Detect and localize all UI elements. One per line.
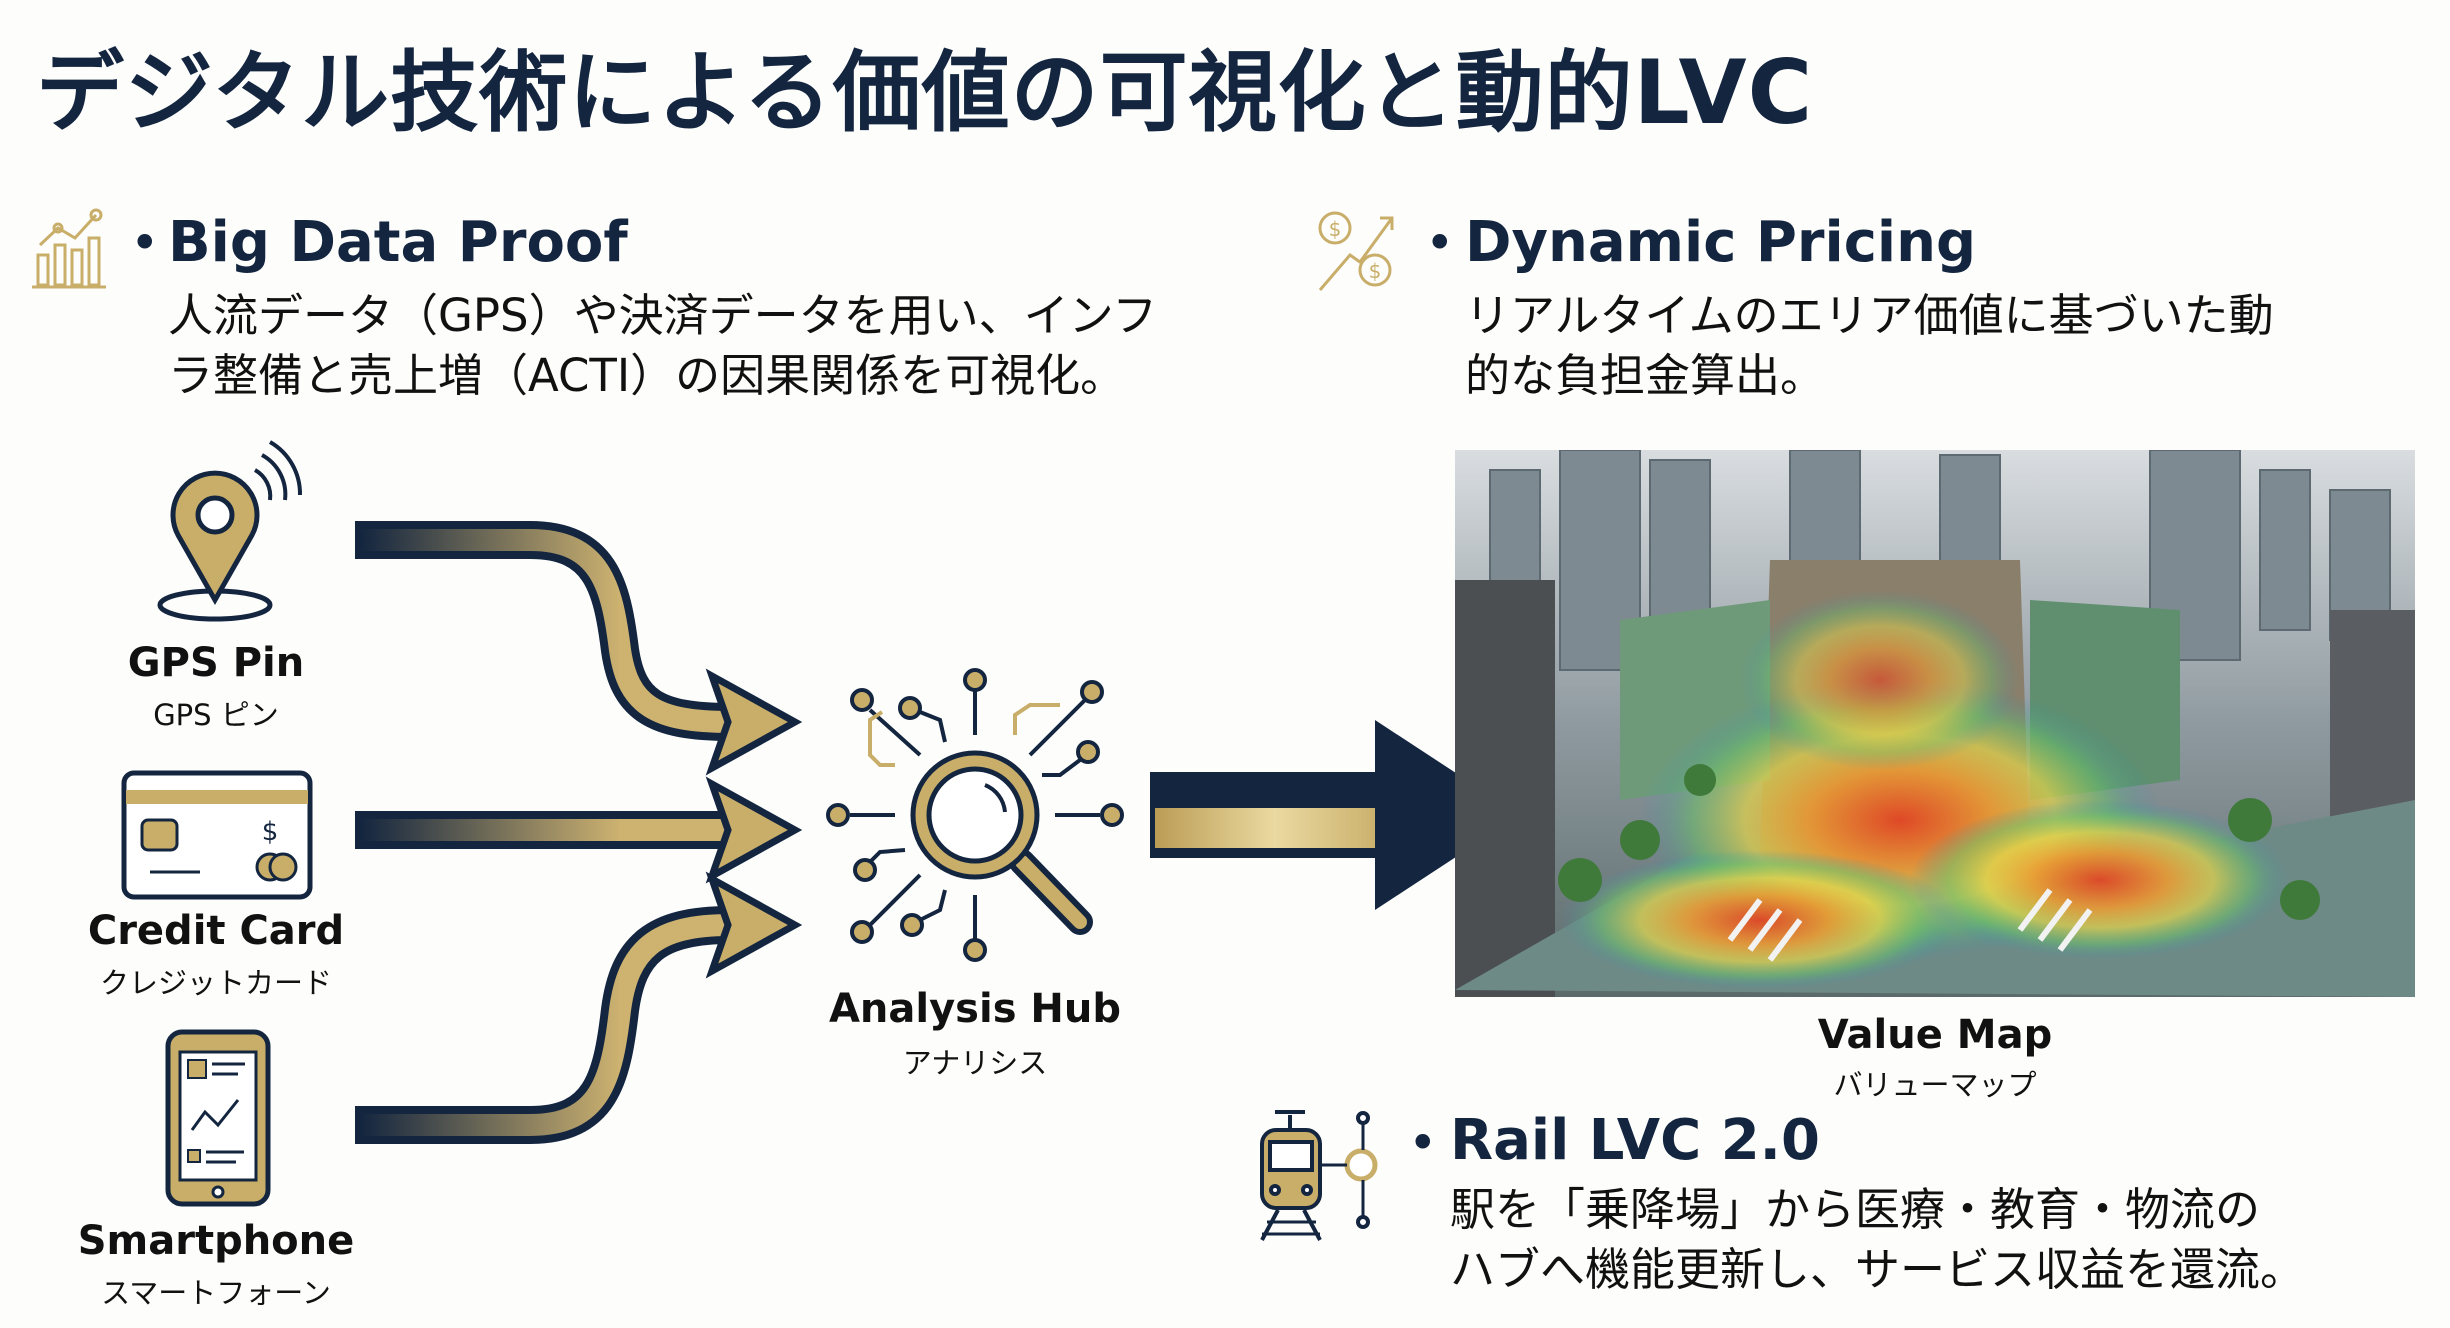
flow-arrow-phone bbox=[355, 871, 803, 1144]
flow-arrow-card bbox=[355, 776, 803, 884]
body-line: 人流データ（GPS）や決済データを用い、インフ bbox=[168, 289, 1158, 342]
gps-pin-sublabel: GPS ピン bbox=[153, 698, 279, 732]
big-arrow bbox=[1150, 720, 1520, 910]
smartphone-label: Smartphone bbox=[77, 1218, 355, 1264]
svg-text:$: $ bbox=[1369, 259, 1382, 283]
dynamic-pricing-heading: Dynamic Pricing bbox=[1465, 210, 1977, 275]
smartphone-icon bbox=[165, 1029, 271, 1207]
big-data-heading: Big Data Proof bbox=[168, 210, 628, 275]
body-line: 駅を「乗降場」から医療・教育・物流の bbox=[1450, 1183, 2261, 1236]
value-map-image bbox=[1455, 450, 2415, 997]
body-line: ハブへ機能更新し、サービス収益を還流。 bbox=[1450, 1243, 2306, 1296]
bar-chart-icon bbox=[32, 208, 106, 289]
gps-pin-label: GPS Pin bbox=[127, 640, 305, 686]
rail-lvc-body: 駅を「乗降場」から医療・教育・物流の ハブへ機能更新し、サービス収益を還流。 bbox=[1450, 1180, 2305, 1300]
credit-card-label: Credit Card bbox=[87, 908, 345, 954]
analysis-hub-label: Analysis Hub bbox=[828, 986, 1122, 1032]
body-line: 的な負担金算出。 bbox=[1465, 349, 1826, 402]
magnifier-network-icon bbox=[826, 668, 1124, 962]
page-title: デジタル技術による価値の可視化と動的LVC bbox=[36, 41, 1814, 144]
analysis-hub-sublabel: アナリシス bbox=[902, 1046, 1048, 1080]
dollar-trend-icon: $ $ bbox=[1318, 211, 1394, 291]
big-data-body: 人流データ（GPS）や決済データを用い、インフ ラ整備と売上増（ACTI）の因果… bbox=[168, 286, 1157, 406]
dynamic-pricing-body: リアルタイムのエリア価値に基づいた動 的な負担金算出。 bbox=[1465, 286, 2274, 406]
gps-pin-icon bbox=[157, 440, 303, 622]
body-line: ラ整備と売上増（ACTI）の因果関係を可視化。 bbox=[168, 349, 1126, 402]
flow-arrow-gps bbox=[355, 521, 803, 776]
body-line: リアルタイムのエリア価値に基づいた動 bbox=[1465, 289, 2274, 342]
credit-card-icon: $ bbox=[121, 770, 313, 900]
smartphone-sublabel: スマートフォーン bbox=[101, 1276, 331, 1310]
rail-lvc-heading: Rail LVC 2.0 bbox=[1450, 1108, 1820, 1173]
bullet: • bbox=[130, 214, 160, 272]
credit-card-sublabel: クレジットカード bbox=[99, 966, 333, 1000]
svg-text:$: $ bbox=[262, 817, 279, 847]
value-map-label: Value Map bbox=[1817, 1012, 2053, 1058]
train-hub-icon bbox=[1260, 1110, 1378, 1241]
svg-text:$: $ bbox=[1329, 217, 1342, 241]
bullet: • bbox=[1425, 214, 1455, 272]
value-map-sublabel: バリューマップ bbox=[1833, 1068, 2037, 1102]
bullet: • bbox=[1408, 1114, 1438, 1172]
